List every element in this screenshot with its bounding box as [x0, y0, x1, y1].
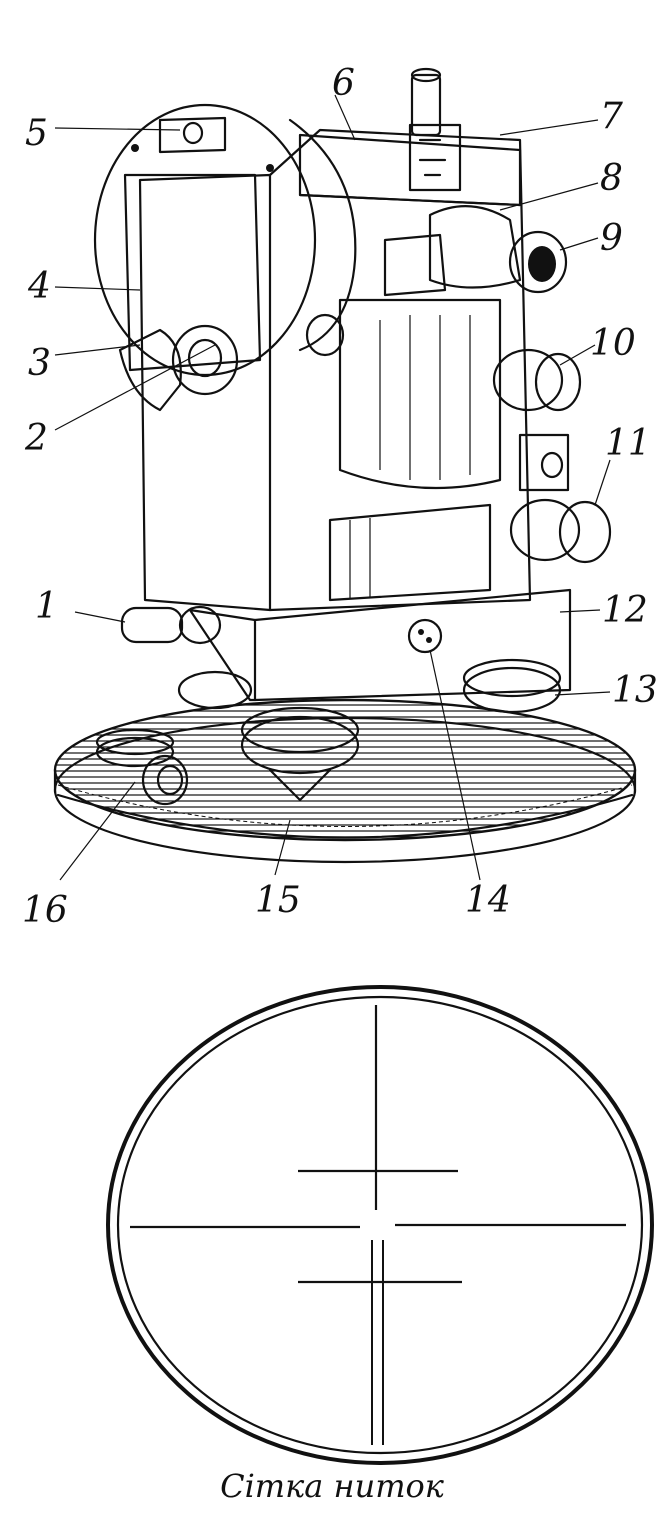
callout-13: 13: [612, 670, 658, 711]
reticle-caption: Сітка ниток: [220, 1467, 445, 1505]
callout-11: 11: [605, 423, 651, 464]
callout-10: 10: [590, 323, 636, 364]
leader-lines: [54, 94, 611, 881]
callout-3: 3: [28, 343, 51, 384]
callout-16: 16: [22, 890, 68, 931]
theodolite-illustration: 1 2 3 4 5 6 7 8 9 10 11 12 13 14 15 16: [22, 63, 658, 931]
callout-1: 1: [35, 586, 58, 627]
side-knobs: [492, 348, 612, 564]
callout-4: 4: [27, 266, 51, 307]
callout-2: 2: [24, 418, 48, 459]
callout-8: 8: [600, 158, 623, 199]
callout-5: 5: [25, 113, 48, 154]
reticle-diagram: [106, 985, 654, 1465]
horizontal-clamp-screw: [120, 605, 222, 645]
micrometer-knob: [118, 324, 239, 412]
instrument-body: [138, 128, 532, 612]
telescope: [298, 133, 568, 297]
callout-12: 12: [602, 590, 648, 631]
callout-9: 9: [600, 218, 623, 259]
plate-clamp-knob: [95, 728, 189, 806]
base-plate: [53, 698, 637, 864]
callout-6: 6: [332, 63, 355, 104]
tribrach: [188, 588, 572, 702]
callout-15: 15: [255, 880, 301, 921]
callout-labels: 1 2 3 4 5 6 7 8 9 10 11 12 13 14 15 16: [22, 63, 658, 931]
top-sight: [408, 67, 462, 192]
callout-14: 14: [465, 880, 511, 921]
callout-7: 7: [600, 96, 623, 137]
